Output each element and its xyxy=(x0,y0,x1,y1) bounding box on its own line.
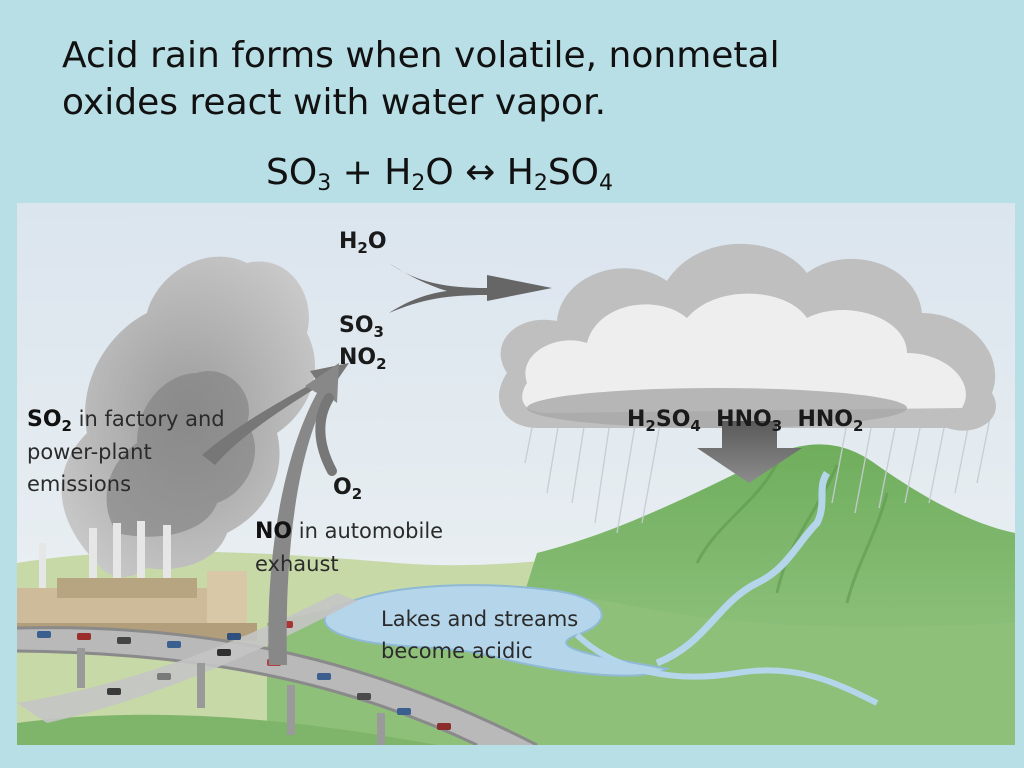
combine-arrow xyxy=(389,263,552,313)
slide-title-line-2: oxides react with water vapor. xyxy=(62,82,607,123)
o2-arrow xyxy=(315,393,337,476)
no-arrow xyxy=(268,363,339,665)
eq-so2-sub: 4 xyxy=(599,171,613,196)
acid-rain-diagram: H2O SO3 NO2 O2 SO2 in factory and power-… xyxy=(17,203,1015,745)
label-lakes: Lakes and streams become acidic xyxy=(381,607,579,663)
river xyxy=(655,471,831,667)
label-h2o: H2O xyxy=(339,229,387,257)
slide-title: Acid rain forms when volatile, nonmetal … xyxy=(62,32,942,126)
eq-arrow: ↔ xyxy=(453,152,507,193)
label-acids: H2SO4 HNO3 HNO2 xyxy=(627,407,864,435)
chemical-equation: SO3 + H2O ↔ H2SO4 xyxy=(266,150,613,196)
acid-rain-illustration xyxy=(17,203,1015,745)
eq-so2: SO xyxy=(547,152,599,193)
cars xyxy=(37,621,451,730)
eq-h2: H xyxy=(506,152,534,193)
stream xyxy=(574,632,879,706)
eq-h-sub: 2 xyxy=(411,171,426,196)
mountain-ridges xyxy=(695,462,889,604)
foreground-grass xyxy=(17,714,437,745)
process-arrows xyxy=(202,263,802,665)
eq-plus: + xyxy=(331,152,385,193)
smoke-plume xyxy=(61,256,316,578)
eq-so-sub: 3 xyxy=(317,171,332,196)
eq-h2-sub: 2 xyxy=(533,171,548,196)
label-so2-emissions: SO2 in factory and power-plant emissions xyxy=(27,407,225,496)
storm-cloud xyxy=(498,243,996,431)
label-o2: O2 xyxy=(333,475,363,503)
slide-title-line-1: Acid rain forms when volatile, nonmetal xyxy=(62,35,780,76)
lake xyxy=(323,584,671,677)
label-so3: SO3 xyxy=(339,313,384,341)
eq-h: H xyxy=(384,152,412,193)
eq-so: SO xyxy=(266,152,318,193)
label-no-exhaust: NO in automobile exhaust xyxy=(255,519,444,576)
label-no2: NO2 xyxy=(339,345,387,373)
rain-down-arrow xyxy=(697,421,802,483)
eq-o: O xyxy=(425,152,454,193)
